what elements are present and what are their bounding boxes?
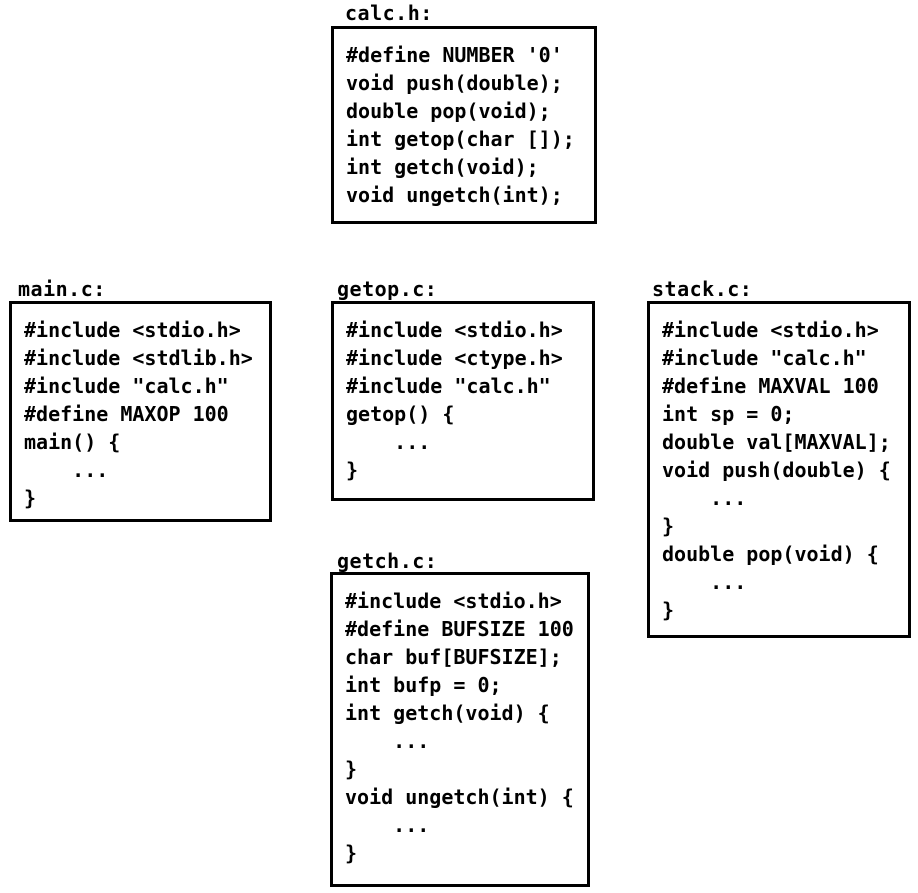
file-box-getop-c: #include <stdio.h> #include <ctype.h> #i… [331,301,595,501]
file-box-main-c: #include <stdio.h> #include <stdlib.h> #… [9,301,272,522]
file-label-main-c: main.c: [18,277,106,301]
file-box-calc-h: #define NUMBER '0' void push(double); do… [331,26,597,224]
file-label-stack-c: stack.c: [652,277,753,301]
file-label-getop-c: getop.c: [337,277,438,301]
file-box-getch-c: #include <stdio.h> #define BUFSIZE 100 c… [330,572,590,887]
file-label-calc-h: calc.h: [345,1,433,25]
file-label-getch-c: getch.c: [337,549,438,573]
file-box-stack-c: #include <stdio.h> #include "calc.h" #de… [647,301,911,638]
